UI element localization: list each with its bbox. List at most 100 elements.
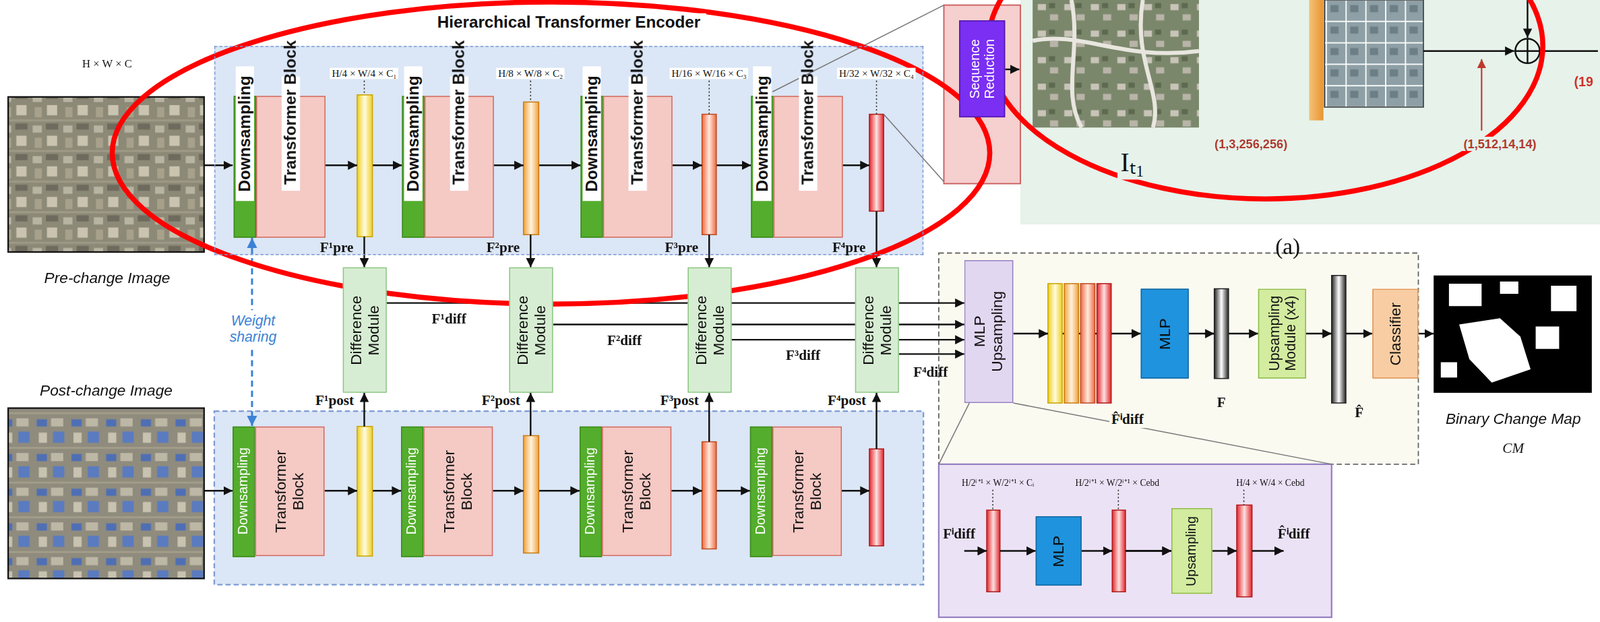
downsampling-box: Downsampling bbox=[580, 95, 603, 238]
box-label: Upsampling bbox=[1184, 512, 1199, 590]
tensor-shape: (1,3,256,256) bbox=[1214, 136, 1288, 151]
image-caption: Binary Change Map bbox=[1445, 409, 1582, 428]
arrow bbox=[841, 164, 870, 166]
feature-block bbox=[1308, 0, 1323, 121]
dimension-label: H/4 × W/4 × C₁ bbox=[329, 68, 399, 80]
feature-label: F bbox=[1217, 394, 1226, 412]
binary-change-map bbox=[1433, 275, 1592, 393]
box-label: Downsampling bbox=[235, 66, 255, 201]
dimension-label: H/16 × W/16 × C₃ bbox=[669, 68, 749, 80]
arrow bbox=[964, 549, 987, 552]
transformer-block: Transformer Block bbox=[424, 95, 495, 238]
arrow-head bbox=[347, 489, 358, 492]
feature-label: F⁴post bbox=[825, 392, 869, 410]
box-label: Sequence Reduction bbox=[967, 28, 997, 109]
zoom-line bbox=[883, 114, 944, 182]
transformer-block: Transformer Block bbox=[601, 426, 672, 557]
feature-bar bbox=[1331, 275, 1346, 404]
feature-bar bbox=[1097, 283, 1112, 404]
leader-line bbox=[1243, 489, 1245, 506]
arrow-head bbox=[1101, 549, 1113, 552]
downsampling-box: Downsampling bbox=[232, 425, 255, 557]
dimension-label: H × W × C bbox=[82, 57, 133, 70]
zoom-line bbox=[1012, 403, 1332, 465]
arrow-head bbox=[347, 164, 358, 166]
upsampling-box: Upsampling bbox=[1171, 508, 1213, 594]
feature-label: F³post bbox=[658, 392, 701, 410]
edge-label: F³diff bbox=[785, 347, 821, 364]
feature-label: F²post bbox=[479, 392, 523, 410]
leader-line bbox=[992, 489, 994, 511]
aerial-roads bbox=[1032, 0, 1199, 128]
connector-arrow bbox=[1081, 549, 1172, 552]
edge-label: F¹diff bbox=[432, 311, 467, 328]
feature-arrow bbox=[529, 234, 532, 267]
difference-module: Difference Module bbox=[508, 267, 553, 393]
feature-arrow bbox=[363, 236, 365, 267]
leader-line bbox=[876, 80, 878, 115]
feature-bar bbox=[523, 435, 540, 553]
upsampling-module: Upsampling Module (x4) bbox=[1258, 288, 1307, 379]
feature-label: F̂ⁱdiff bbox=[1277, 522, 1311, 543]
arrow bbox=[841, 489, 870, 492]
difference-module: Difference Module bbox=[855, 267, 900, 393]
leader-line bbox=[363, 80, 366, 96]
feature-bar bbox=[869, 448, 884, 546]
arrow-head bbox=[691, 489, 702, 492]
transformer-block: Transformer Block bbox=[256, 95, 326, 238]
feature-bar bbox=[523, 101, 540, 235]
transformer-block: Transformer Block bbox=[255, 426, 325, 557]
highlight-ellipse bbox=[988, 0, 1544, 199]
difference-module: Difference Module bbox=[687, 267, 732, 393]
box-label: MLP bbox=[1156, 303, 1174, 365]
box-label: Transformer Block bbox=[789, 440, 825, 542]
tensor-shape: (1,512,14,14) bbox=[1461, 136, 1539, 151]
box-label: Downsampling bbox=[582, 66, 601, 201]
transformer-block: Transformer Block bbox=[423, 426, 493, 557]
classifier-box: Classifier bbox=[1372, 288, 1419, 379]
dimension-label: H/4 × W/4 × Cebd bbox=[1236, 477, 1305, 488]
mlp-box: MLP bbox=[1141, 288, 1189, 379]
feature-arrow bbox=[363, 392, 365, 427]
downsampling-box: Downsampling bbox=[402, 95, 425, 238]
inset-panel bbox=[938, 464, 1332, 618]
feature-bar bbox=[1048, 283, 1063, 404]
annotation: Weight sharing bbox=[220, 310, 286, 348]
box-label: MLP bbox=[1050, 520, 1067, 582]
downsampling-box: Downsampling bbox=[750, 425, 773, 557]
arrow bbox=[1004, 68, 1020, 71]
arrow bbox=[1125, 549, 1172, 552]
feature-label: F¹post bbox=[313, 392, 356, 410]
box-label: Transformer Block bbox=[281, 76, 300, 191]
connector-arrow bbox=[553, 323, 965, 325]
box-label: Downsampling bbox=[583, 429, 599, 553]
feature-label: F⁴pre bbox=[832, 239, 867, 257]
transformer-block: Transformer Block bbox=[603, 95, 673, 238]
encoder-panel bbox=[214, 411, 924, 585]
feature-label: F³pre bbox=[665, 239, 699, 257]
edge-label: F²diff bbox=[607, 332, 642, 350]
box-label: Downsampling bbox=[404, 66, 423, 201]
transformer-block: Transformer Block bbox=[772, 426, 842, 557]
box-label: Transformer Block bbox=[440, 440, 476, 542]
add-symbol bbox=[1515, 39, 1540, 64]
feature-bar bbox=[986, 510, 1001, 592]
output-arrow bbox=[1418, 332, 1434, 335]
edge-label: F⁴diff bbox=[913, 363, 948, 381]
box-label: Transformer Block bbox=[619, 440, 654, 542]
feature-bars bbox=[357, 95, 1346, 598]
feature-label: F¹pre bbox=[320, 239, 354, 257]
arrow bbox=[1252, 549, 1284, 552]
feature-bar bbox=[1064, 283, 1079, 404]
add-symbol bbox=[1515, 39, 1540, 64]
highlight-ellipse bbox=[112, 2, 991, 304]
aerial-image bbox=[1032, 0, 1199, 128]
arrow-head bbox=[513, 489, 524, 492]
dimension-label: H/8 × W/8 × C₂ bbox=[496, 68, 565, 80]
feature-bar bbox=[702, 114, 717, 236]
line bbox=[1540, 49, 1598, 52]
leader-line bbox=[1118, 489, 1120, 511]
arrow bbox=[1526, 0, 1528, 38]
downsampling-box: Downsampling bbox=[579, 425, 602, 557]
